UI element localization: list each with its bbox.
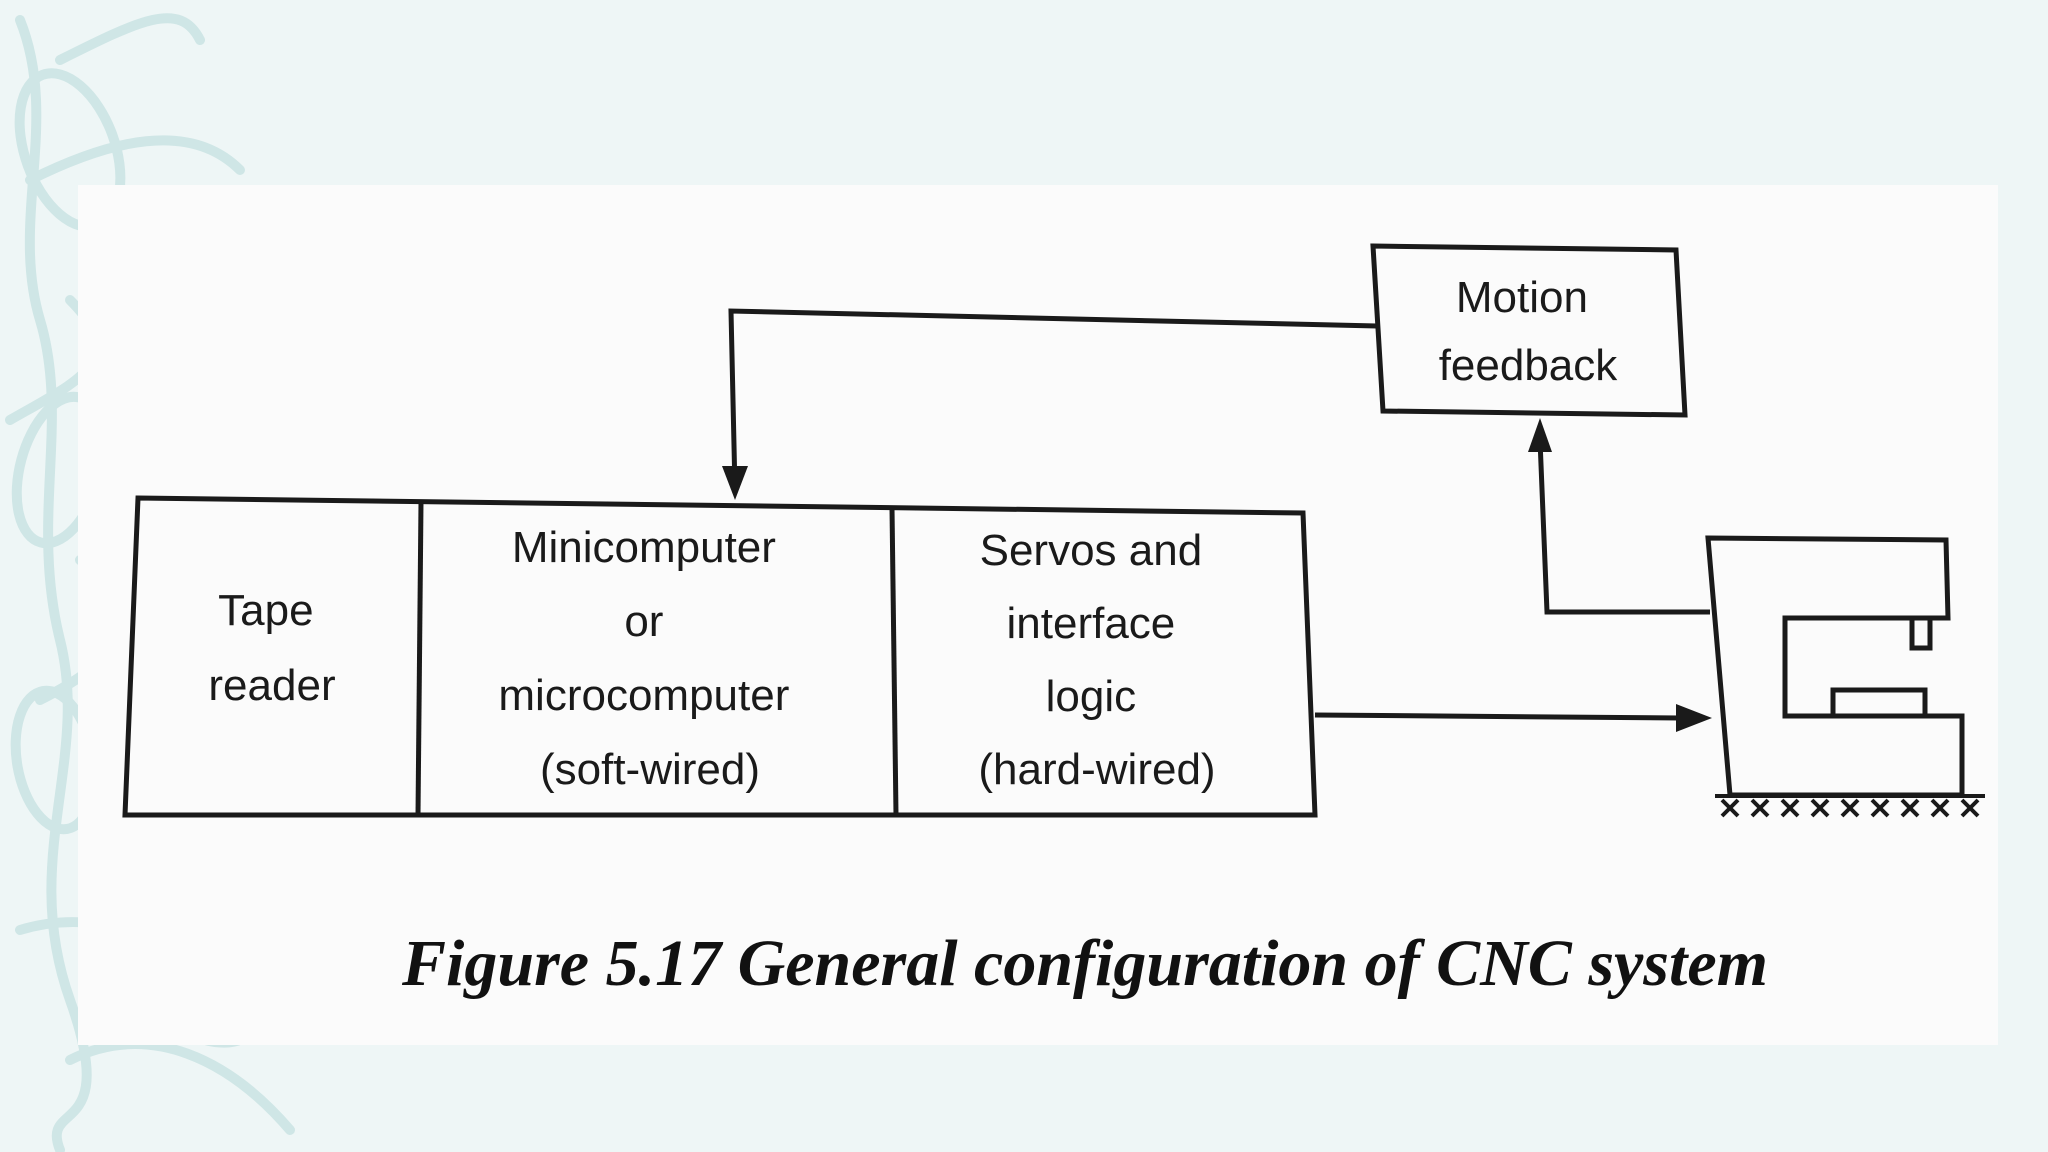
machine-workpiece [1830, 687, 1928, 719]
arrowhead-up [1528, 418, 1552, 452]
ground-hatch [1715, 794, 1985, 818]
motion-feedback-label: Motion feedback [1439, 273, 1619, 390]
tape-reader-label: Tape reader [208, 586, 335, 710]
feedback-box [1370, 243, 1688, 418]
machine-feedback-line [1537, 439, 1710, 615]
machine-spindle [1909, 615, 1933, 651]
servos-label: Servos and interface logic (hard-wired) [978, 526, 1215, 794]
divider-1 [415, 501, 424, 816]
figure-caption: Figure 5.17 General configuration of CNC… [401, 927, 1768, 1000]
arrowhead-down [722, 466, 748, 500]
divider-2 [889, 507, 899, 816]
output-arrow-line [1314, 712, 1681, 721]
arrowhead-right [1676, 704, 1712, 732]
minicomputer-label: Minicomputer or microcomputer (soft-wire… [498, 523, 801, 794]
feedback-arrow-line [728, 308, 1378, 491]
controller-box [122, 495, 1318, 818]
